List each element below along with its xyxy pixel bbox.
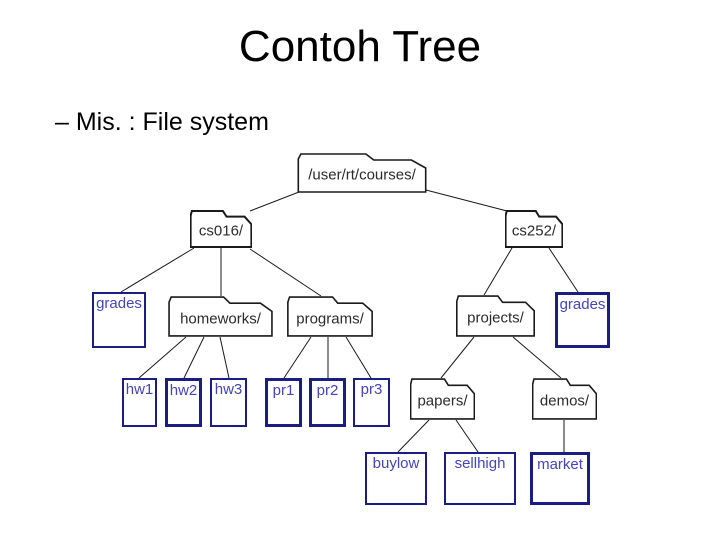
edge-programs-pr1 — [283, 336, 312, 379]
node-label: cs016/ — [198, 222, 244, 240]
folder-icon — [410, 378, 475, 420]
node-label: pr2 — [316, 382, 339, 399]
node-label: pr1 — [272, 382, 295, 399]
tree-node-sellhigh: sellhigh — [444, 452, 516, 505]
node-label: cs252/ — [511, 222, 557, 240]
edge-projects-demos — [512, 336, 562, 379]
node-label: grades — [559, 296, 606, 313]
edge-root-cs016 — [249, 191, 300, 212]
edge-cs016-grades-left — [120, 247, 195, 293]
edge-programs-pr3 — [345, 336, 372, 379]
bullet-text: – Mis. : File system — [55, 108, 269, 136]
node-label: sellhigh — [454, 455, 506, 472]
node-label: /user/rt/courses/ — [308, 166, 416, 184]
slide-title: Contoh Tree — [238, 22, 482, 71]
tree-node-cs252: cs252/ — [505, 210, 563, 248]
node-label: homeworks/ — [180, 309, 261, 327]
edge-homeworks-hw1 — [138, 336, 187, 379]
folder-icon — [287, 296, 373, 337]
node-label: papers/ — [417, 392, 468, 410]
edge-homeworks-hw2 — [183, 336, 205, 379]
node-label: projects/ — [467, 309, 524, 327]
folder-icon — [505, 210, 563, 248]
tree-node-demos: demos/ — [532, 378, 597, 420]
node-label: pr3 — [360, 381, 383, 398]
tree-node-buylow: buylow — [365, 452, 427, 505]
folder-icon — [297, 153, 427, 193]
tree-node-pr3: pr3 — [353, 378, 390, 427]
tree-node-projects: projects/ — [456, 295, 535, 337]
tree-node-cs016: cs016/ — [190, 210, 252, 248]
node-label: programs/ — [296, 309, 364, 327]
edge-homeworks-hw3 — [219, 336, 230, 379]
tree-node-root: /user/rt/courses/ — [297, 153, 427, 193]
folder-icon — [532, 378, 597, 420]
tree-node-papers: papers/ — [410, 378, 475, 420]
tree-node-grades-left: grades — [92, 292, 146, 348]
edge-papers-buylow — [397, 419, 430, 453]
tree-node-pr2: pr2 — [309, 378, 346, 427]
folder-icon — [190, 210, 252, 248]
node-label: buylow — [372, 455, 420, 472]
node-label: grades — [96, 295, 142, 312]
edge-root-cs252 — [425, 189, 508, 212]
edge-projects-papers — [440, 336, 475, 379]
edge-cs016-programs — [249, 248, 322, 297]
node-label: demos/ — [539, 392, 590, 410]
node-label: market — [537, 456, 583, 473]
folder-icon — [168, 296, 273, 337]
tree-node-hw2: hw2 — [165, 378, 202, 427]
tree-node-homeworks: homeworks/ — [168, 296, 273, 337]
tree-node-programs: programs/ — [287, 296, 373, 337]
tree-node-hw3: hw3 — [210, 378, 247, 427]
edge-cs252-grades-right — [548, 247, 579, 293]
node-label: hw1 — [125, 381, 154, 398]
node-label: hw2 — [169, 382, 198, 399]
tree-node-grades-right: grades — [555, 292, 610, 348]
edge-cs252-projects — [483, 247, 513, 296]
node-label: hw3 — [214, 381, 243, 398]
tree-node-market: market — [530, 452, 590, 505]
tree-node-hw1: hw1 — [122, 378, 157, 427]
folder-icon — [456, 295, 535, 337]
tree-node-pr1: pr1 — [265, 378, 302, 427]
edge-papers-sellhigh — [455, 419, 479, 453]
